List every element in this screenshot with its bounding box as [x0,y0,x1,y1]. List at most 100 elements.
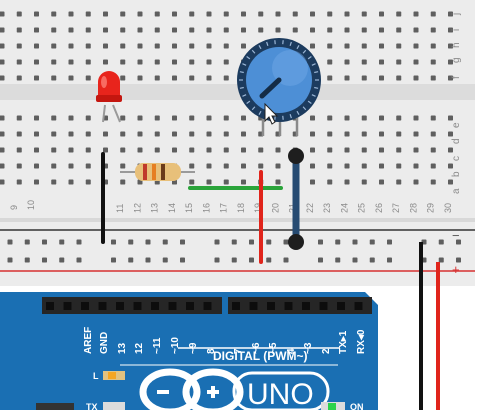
breadboard-hole[interactable] [448,75,453,81]
breadboard-hole[interactable] [154,59,160,65]
breadboard-hole[interactable] [361,27,367,33]
breadboard-hole[interactable] [85,11,91,17]
rail-hole[interactable] [231,257,237,263]
breadboard-hole[interactable] [448,131,453,137]
rail-hole[interactable] [335,257,341,263]
breadboard-hole[interactable] [327,11,333,17]
breadboard-hole[interactable] [137,27,143,33]
breadboard-hole[interactable] [68,131,74,137]
breadboard-hole[interactable] [172,27,177,33]
breadboard-hole[interactable] [172,115,177,121]
breadboard-hole[interactable] [0,115,5,121]
breadboard-hole[interactable] [396,27,402,33]
breadboard-hole[interactable] [120,11,126,17]
breadboard-hole[interactable] [310,27,315,33]
breadboard-hole[interactable] [0,11,5,17]
resistor-body[interactable] [135,163,181,181]
breadboard-hole[interactable] [206,163,212,169]
breadboard-hole[interactable] [344,11,350,17]
rail-hole[interactable] [318,239,323,245]
breadboard-hole[interactable] [51,179,57,185]
breadboard-hole[interactable] [275,11,281,17]
rail-hole[interactable] [145,239,151,245]
breadboard-hole[interactable] [310,179,315,185]
breadboard-hole[interactable] [344,27,350,33]
breadboard-hole[interactable] [379,11,384,17]
breadboard-hole[interactable] [206,115,212,121]
breadboard-hole[interactable] [189,179,195,185]
rail-hole[interactable] [162,257,168,263]
breadboard-hole[interactable] [396,11,402,17]
breadboard-hole[interactable] [154,43,160,49]
rail-hole[interactable] [111,239,116,245]
breadboard-hole[interactable] [379,27,384,33]
breadboard-hole[interactable] [361,115,367,121]
breadboard-hole[interactable] [344,131,350,137]
rail-hole[interactable] [180,257,185,263]
rail-hole[interactable] [387,239,392,245]
rail-hole[interactable] [231,239,237,245]
breadboard-hole[interactable] [120,75,126,81]
breadboard-hole[interactable] [396,59,402,65]
breadboard-hole[interactable] [0,147,5,153]
breadboard-hole[interactable] [34,115,39,121]
breadboard-hole[interactable] [223,115,229,121]
breadboard-hole[interactable] [396,147,402,153]
breadboard-hole[interactable] [361,11,367,17]
breadboard-hole[interactable] [413,75,419,81]
breadboard-hole[interactable] [413,179,419,185]
breadboard-hole[interactable] [344,115,350,121]
breadboard-hole[interactable] [430,163,436,169]
breadboard-hole[interactable] [241,179,246,185]
rail-hole[interactable] [7,257,13,263]
rail-hole[interactable] [128,239,134,245]
breadboard-hole[interactable] [16,147,22,153]
breadboard-hole[interactable] [51,147,57,153]
breadboard-hole[interactable] [85,75,91,81]
breadboard-hole[interactable] [344,75,350,81]
breadboard-hole[interactable] [85,147,91,153]
breadboard-hole[interactable] [137,11,143,17]
breadboard-hole[interactable] [85,179,91,185]
arduino-board-body[interactable] [0,292,378,410]
breadboard-hole[interactable] [361,163,367,169]
breadboard-hole[interactable] [137,75,143,81]
breadboard-hole[interactable] [241,27,246,33]
breadboard-hole[interactable] [85,43,91,49]
breadboard-hole[interactable] [68,11,74,17]
rail-hole[interactable] [438,257,444,263]
breadboard-hole[interactable] [258,11,264,17]
breadboard-hole[interactable] [430,59,436,65]
breadboard-hole[interactable] [396,43,402,49]
rail-hole[interactable] [59,257,65,263]
breadboard-hole[interactable] [51,59,57,65]
breadboard-hole[interactable] [85,27,91,33]
breadboard-hole[interactable] [189,115,195,121]
breadboard-hole[interactable] [448,43,453,49]
breadboard-hole[interactable] [396,163,402,169]
breadboard-hole[interactable] [51,115,57,121]
breadboard-hole[interactable] [310,131,315,137]
breadboard-hole[interactable] [379,115,384,121]
breadboard-hole[interactable] [137,43,143,49]
breadboard-hole[interactable] [223,59,229,65]
breadboard-hole[interactable] [34,131,39,137]
breadboard-hole[interactable] [16,179,22,185]
breadboard-hole[interactable] [16,11,22,17]
breadboard[interactable] [0,0,475,286]
breadboard-hole[interactable] [344,43,350,49]
rail-hole[interactable] [249,239,254,245]
breadboard-hole[interactable] [172,11,177,17]
breadboard-hole[interactable] [327,163,333,169]
breadboard-hole[interactable] [413,43,419,49]
breadboard-hole[interactable] [327,27,333,33]
breadboard-hole[interactable] [16,131,22,137]
breadboard-hole[interactable] [361,75,367,81]
breadboard-hole[interactable] [292,11,298,17]
rail-hole[interactable] [456,239,461,245]
breadboard-hole[interactable] [448,59,453,65]
breadboard-hole[interactable] [51,27,57,33]
breadboard-hole[interactable] [241,131,246,137]
breadboard-hole[interactable] [0,75,5,81]
breadboard-hole[interactable] [396,179,402,185]
